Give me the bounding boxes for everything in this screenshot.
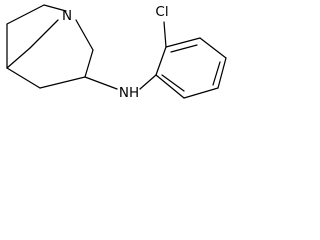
bridgehead-nitrogen-label: N [62,8,72,24]
bond-n1-c2b [29,19,59,49]
ring-bond-4 [217,57,227,89]
chemical-structure-diagram: N NH Cl [6,4,227,101]
bond-n1-c2c [75,19,94,51]
ring-double-bond-b [212,61,221,86]
quinuclidine-cage [6,4,94,89]
amine-nh-label: NH [119,85,139,101]
ring-bond-1 [155,46,167,76]
bond-c4-c5 [6,67,41,89]
ring-double-bond-c [161,74,185,92]
ring-bond-3 [199,37,227,59]
bond-n1-c2a [43,4,67,12]
bond-c2b-c4 [6,47,31,69]
bond-c2c-c3c [84,49,94,78]
ring-double-bond-a [170,44,198,53]
chlorophenyl-ring [155,21,227,99]
bond-c5-c3c [39,76,86,89]
chlorine-label: Cl [155,4,168,20]
ring-bond-2 [165,37,201,48]
bond-nh-aryl [139,74,157,90]
bond-aryl-cl [163,21,167,48]
amine-linker [84,74,157,90]
bond-c3-nh [84,76,118,90]
ring-bond-5 [183,87,219,99]
bond-c2a-c3a [6,4,45,25]
ring-bond-6 [155,74,185,99]
